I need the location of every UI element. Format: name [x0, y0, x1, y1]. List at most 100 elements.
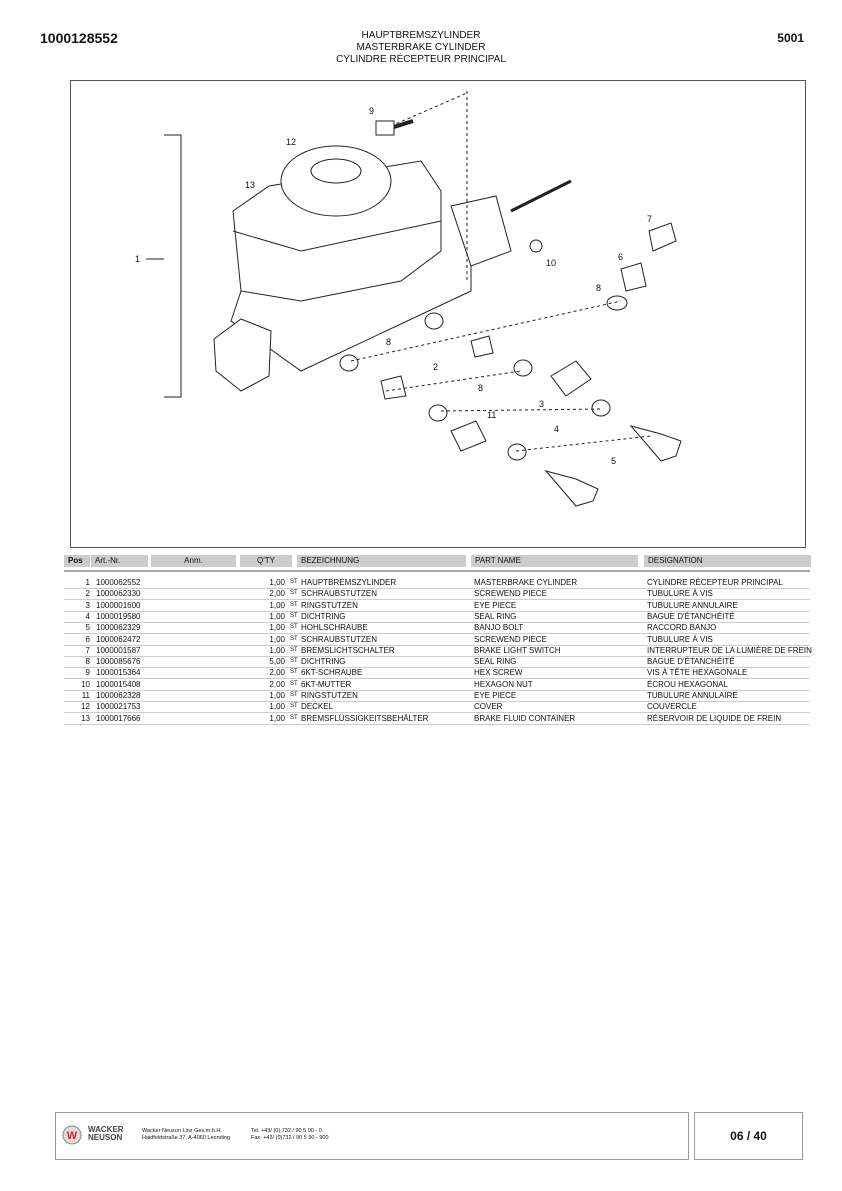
row-art-nr: 1000001587 — [96, 645, 141, 655]
row-qty: 2,00 — [269, 589, 285, 599]
row-qty: 2,00 — [269, 668, 285, 678]
row-bezeichnung: HOHLSCHRAUBE — [301, 623, 368, 633]
col-desig: DESIGNATION — [644, 555, 811, 567]
row-art-nr: 1000015408 — [96, 679, 141, 689]
row-unit: ST — [290, 658, 298, 665]
row-designation: RÉSERVOIR DE LIQUIDE DE FREIN — [647, 713, 782, 723]
company-address: Haidfeldstraße 37, A-4060 Leonding — [142, 1135, 231, 1141]
row-part-name: SCREWEND PIECE — [474, 589, 547, 599]
row-art-nr: 1000015364 — [96, 668, 141, 678]
row-pos: 7 — [85, 645, 90, 655]
callout-11: 11 — [487, 410, 496, 420]
row-pos: 6 — [85, 634, 90, 644]
row-qty: 1,00 — [269, 611, 285, 621]
row-art-nr: 1000001600 — [96, 600, 141, 610]
row-qty: 2,00 — [269, 679, 285, 689]
exploded-diagram: 9 12 13 1 7 6 10 8 8 2 8 3 11 4 5 — [70, 80, 806, 548]
row-pos: 13 — [81, 713, 90, 723]
logo-text-wacker: WACKER — [88, 1125, 124, 1134]
row-bezeichnung: RINGSTUTZEN — [301, 600, 358, 610]
row-part-name: BRAKE FLUID CONTAINER — [474, 713, 576, 723]
row-designation: ÉCROU HEXAGONAL — [647, 679, 728, 689]
row-unit: ST — [290, 669, 298, 676]
title-en: MASTERBRAKE CYLINDER — [356, 42, 486, 53]
row-part-name: BANJO BOLT — [474, 623, 524, 633]
row-part-name: SEAL RING — [474, 611, 517, 621]
row-art-nr: 1000062472 — [96, 634, 141, 644]
row-qty: 1,00 — [269, 645, 285, 655]
row-part-name: SCREWEND PIECE — [474, 634, 547, 644]
row-bezeichnung: 6KT-MUTTER — [301, 679, 352, 689]
row-pos: 5 — [85, 623, 90, 633]
col-art: Art.-Nr. — [91, 555, 148, 567]
row-art-nr: 1000085676 — [96, 657, 141, 667]
row-pos: 8 — [85, 657, 90, 667]
page-number: 06 / 40 — [694, 1112, 803, 1160]
row-qty: 1,00 — [269, 634, 285, 644]
callout-8: 8 — [478, 383, 483, 393]
row-art-nr: 1000062330 — [96, 589, 141, 599]
row-part-name: EYE PIECE — [474, 691, 517, 700]
row-bezeichnung: DECKEL — [301, 702, 334, 712]
callout-4: 4 — [554, 424, 559, 434]
row-unit: ST — [290, 579, 298, 585]
callout-7: 7 — [647, 214, 652, 224]
wacker-neuson-logo-icon: W — [62, 1125, 82, 1145]
row-unit: ST — [290, 635, 298, 642]
header-divider — [64, 570, 810, 572]
callout-13: 13 — [245, 180, 255, 190]
group-code: 5001 — [777, 31, 804, 45]
telephone: Tel. +43/ (0) 732 / 90 5 90 - 0 — [251, 1128, 322, 1134]
row-art-nr: 1000017666 — [96, 713, 141, 723]
row-bezeichnung: BREMSFLÜSSIGKEITSBEHÄLTER — [301, 713, 429, 723]
row-designation: TUBULURE À VIS — [647, 589, 713, 599]
callout-12: 12 — [286, 137, 296, 147]
page-titles: HAUPTBREMSZYLINDER MASTERBRAKE CYLINDER … — [0, 30, 842, 66]
row-designation: TUBULURE À VIS — [647, 634, 713, 644]
row-unit: ST — [290, 601, 298, 608]
row-designation: COUVERCLE — [647, 702, 697, 712]
row-designation: TUBULURE ANNULAIRE — [647, 691, 738, 700]
row-pos: 11 — [81, 691, 90, 700]
row-designation: CYLINDRE RÉCEPTEUR PRINCIPAL — [647, 578, 783, 587]
callout-6: 6 — [618, 252, 623, 262]
row-bezeichnung: SCHRAUBSTUTZEN — [301, 634, 378, 644]
col-part: PART NAME — [471, 555, 638, 567]
row-art-nr: 1000062329 — [96, 623, 141, 633]
row-art-nr: 1000062328 — [96, 691, 141, 700]
row-designation: BAGUE D'ÉTANCHÉITÉ — [647, 657, 735, 667]
title-de: HAUPTBREMSZYLINDER — [361, 30, 481, 41]
row-bezeichnung: 6KT-SCHRAUBE — [301, 668, 363, 678]
row-unit: ST — [290, 624, 298, 631]
callout-3: 3 — [539, 399, 544, 409]
row-part-name: COVER — [474, 702, 503, 712]
row-pos: 12 — [81, 702, 90, 712]
row-part-name: EYE PIECE — [474, 600, 517, 610]
row-qty: 1,00 — [269, 623, 285, 633]
row-pos: 2 — [85, 589, 90, 599]
row-part-name: HEX SCREW — [474, 668, 523, 678]
row-art-nr: 1000021753 — [96, 702, 141, 712]
row-designation: RACCORD BANJO — [647, 623, 717, 633]
row-pos: 9 — [85, 668, 90, 678]
row-unit: ST — [290, 703, 298, 710]
document-number: 1000128552 — [40, 30, 118, 46]
fax: Fax. +43/ (0)732 / 90 5 90 - 900 — [251, 1135, 329, 1141]
row-unit: ST — [290, 680, 298, 687]
row-qty: 1,00 — [269, 691, 285, 700]
col-qty: Q'TY — [240, 555, 292, 567]
row-pos: 10 — [81, 679, 90, 689]
row-art-nr: 1000019580 — [96, 611, 141, 621]
col-pos: Pos — [64, 555, 90, 567]
row-unit: ST — [290, 714, 298, 721]
callout-10: 10 — [546, 258, 556, 268]
